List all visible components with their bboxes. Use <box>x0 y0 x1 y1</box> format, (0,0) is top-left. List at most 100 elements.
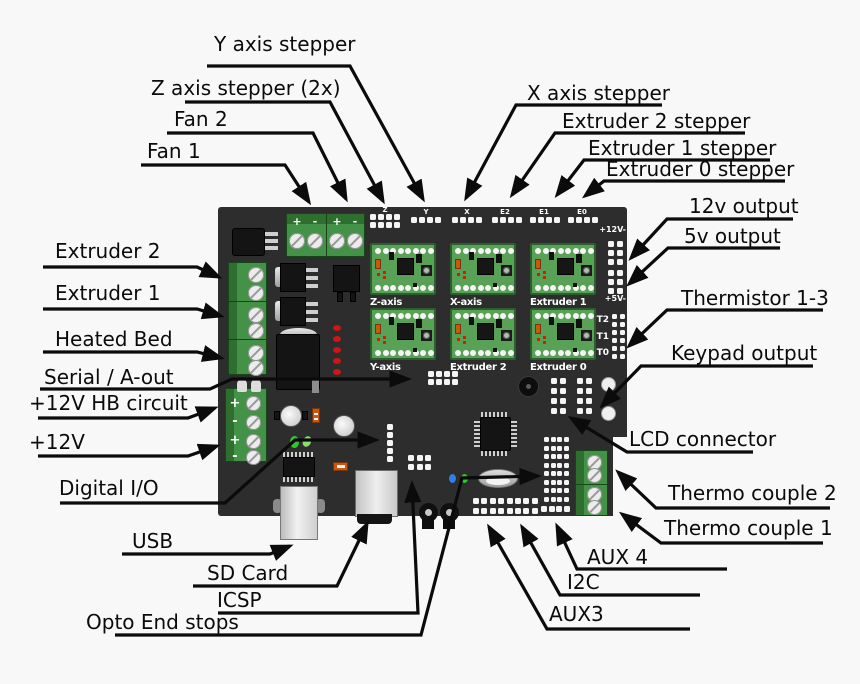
line-extruder-1 <box>43 302 225 320</box>
resistor-orange <box>312 408 320 423</box>
pin <box>500 313 506 319</box>
capacitor-tab <box>274 411 280 420</box>
sd-card-reader <box>355 470 398 517</box>
smd-part <box>469 252 474 260</box>
red-dot <box>463 271 466 274</box>
pin <box>563 479 569 485</box>
potentiometer-dial <box>503 267 510 274</box>
pin <box>405 285 411 291</box>
label-keypad-output: Keypad output <box>671 341 818 365</box>
pin <box>515 498 521 504</box>
pin <box>477 248 484 254</box>
driver-label: Z-axis <box>370 297 403 308</box>
pin <box>608 270 614 276</box>
pin <box>620 346 625 351</box>
mcu-chip <box>480 417 511 451</box>
label-digital-io: Digital I/O <box>59 476 159 500</box>
mcu-pins <box>481 450 509 456</box>
red-dot <box>463 341 466 344</box>
screw <box>587 487 602 502</box>
pin <box>531 498 538 504</box>
label-aux3: AUX3 <box>549 602 604 626</box>
connector-tab <box>443 519 455 529</box>
mosfet-tab <box>275 267 282 287</box>
pin <box>420 313 426 319</box>
driver-chip <box>557 323 574 340</box>
thermocouple-terminal <box>575 450 609 516</box>
12v-input-terminal: + - + - <box>225 388 267 465</box>
line-fan-1 <box>141 163 312 206</box>
pin <box>427 217 433 223</box>
pin <box>550 462 556 468</box>
stepper-driver-x <box>450 243 516 295</box>
pin <box>535 350 541 356</box>
pin <box>382 285 389 291</box>
pin <box>557 496 562 502</box>
pin <box>557 285 564 291</box>
smd-part <box>549 317 554 325</box>
pin <box>557 471 562 476</box>
screw <box>307 233 323 249</box>
transistor <box>232 228 265 256</box>
capacitor-orange <box>535 324 541 334</box>
red-dot <box>463 336 466 339</box>
pin <box>580 313 586 319</box>
red-dot <box>377 273 380 276</box>
pin <box>462 248 469 254</box>
pin <box>387 456 393 462</box>
label-y-axis-stepper: Y axis stepper <box>214 32 356 56</box>
screw <box>329 233 345 249</box>
header-label-e2: E2 <box>500 208 510 216</box>
pin <box>565 285 571 291</box>
red-dot <box>543 271 546 274</box>
driver-label: Extruder 0 <box>530 362 587 373</box>
terminal-sign: + <box>229 433 241 448</box>
screw <box>587 455 602 470</box>
terminal-divider <box>229 301 268 302</box>
screw <box>587 500 602 515</box>
pin <box>412 350 419 356</box>
driver-chip <box>477 323 494 340</box>
pin <box>375 313 381 319</box>
pin <box>587 285 594 291</box>
pin <box>557 313 564 319</box>
pin <box>542 313 549 319</box>
label-extruder-0-stepper: Extruder 0 stepper <box>606 157 795 181</box>
thermistor-label-t2: T2 <box>596 315 609 325</box>
pin <box>551 408 557 414</box>
pin <box>530 217 536 223</box>
pin <box>427 248 434 254</box>
potentiometer-dial <box>503 332 510 339</box>
pin <box>492 217 498 223</box>
stepper-driver-e0 <box>530 308 596 360</box>
pin <box>405 313 411 319</box>
pin <box>557 488 562 493</box>
usb-connector <box>280 486 318 540</box>
blue-led <box>449 474 456 483</box>
smd-dot <box>573 283 577 287</box>
pin <box>544 479 549 485</box>
terminal-divider <box>229 339 268 340</box>
terminal-divider <box>576 484 609 485</box>
pin <box>557 479 562 485</box>
pin <box>565 313 571 319</box>
screw <box>289 233 305 249</box>
screw <box>246 396 261 411</box>
pin <box>428 371 434 377</box>
pin <box>387 440 393 446</box>
pin <box>489 498 496 504</box>
red-led <box>333 336 341 342</box>
pin <box>617 279 623 285</box>
pin <box>382 313 389 319</box>
pin <box>397 313 404 319</box>
pin <box>612 338 617 343</box>
round-connector-pin <box>446 509 453 516</box>
screw <box>347 233 363 249</box>
header-label-z: Z <box>382 206 388 214</box>
pin <box>427 313 434 319</box>
header-label-e1: E1 <box>539 208 549 216</box>
pin <box>550 479 556 485</box>
smd-part <box>389 317 394 325</box>
red-dot <box>537 273 540 276</box>
